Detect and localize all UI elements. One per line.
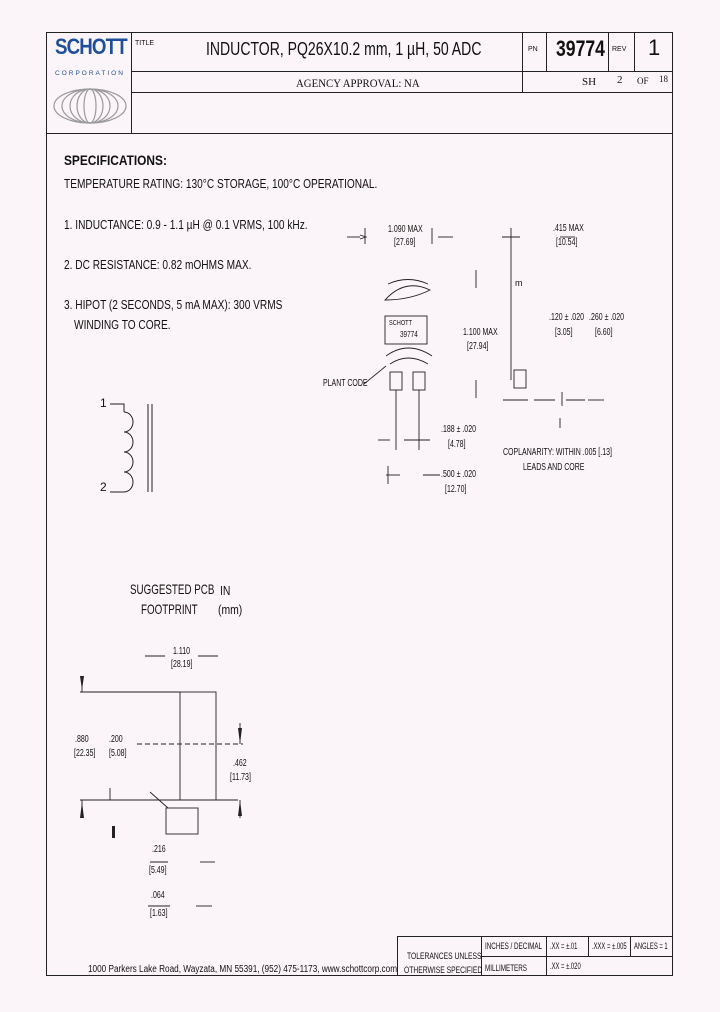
- dim-lead-b: .260 ± .020: [589, 312, 624, 323]
- tol-left: [397, 936, 398, 976]
- tol-div4: [630, 936, 631, 956]
- agency-approval: AGENCY APPROVAL: NA: [296, 76, 420, 90]
- agency-row-divider: [131, 92, 673, 93]
- specs-heading: SPECIFICATIONS:: [64, 152, 167, 168]
- dim-depth-max-mm: [10.54]: [556, 237, 578, 248]
- part-code: 39774: [400, 330, 418, 339]
- pcb-h2: .200: [109, 734, 123, 745]
- pcb-unit-mm: (mm): [218, 602, 243, 617]
- of-value: 18: [659, 74, 668, 84]
- tol-xxx: .XXX = ±.005: [592, 941, 627, 951]
- footer-address: 1000 Parkers Lake Road, Wayzata, MN 5539…: [88, 964, 398, 975]
- dim-pin-length-mm: [12.70]: [445, 484, 467, 495]
- pcb-unit-in: IN: [220, 583, 231, 598]
- tol-div2: [546, 936, 547, 976]
- tol-angles: ANGLES = 1: [634, 941, 668, 951]
- dim-lead-a: .120 ± .020: [549, 312, 584, 323]
- tol-xx: .XX = ±.01: [550, 941, 578, 951]
- schematic-pin1: 1: [100, 396, 107, 410]
- tol-mm-value: .XX = ±.020: [550, 961, 581, 971]
- title-text: INDUCTOR, PQ26X10.2 mm, 1 µH, 50 ADC: [206, 39, 482, 59]
- pcb-h1: .880: [75, 734, 89, 745]
- pn-label: PN: [528, 46, 538, 53]
- tol-mid: [481, 956, 673, 957]
- rev-divider: [608, 32, 609, 71]
- pcb-h1-mm: [22.35]: [74, 748, 96, 759]
- schematic-pin2: 2: [100, 480, 107, 494]
- drawing-frame: [46, 32, 673, 976]
- specs-item3b: WINDING TO CORE.: [74, 317, 171, 332]
- pcb-title-line2: FOOTPRINT: [141, 601, 198, 617]
- tol-div3: [588, 936, 589, 956]
- dim-pin-length: .500 ± .020: [441, 469, 476, 480]
- dim-height-max: 1.100 MAX: [463, 327, 498, 338]
- specs-item2: 2. DC RESISTANCE: 0.82 mOHMS MAX.: [64, 257, 252, 272]
- sheet-label: SH: [582, 76, 597, 88]
- pcb-pad-spacing-mm: [5.49]: [149, 865, 167, 876]
- specs-item3a: 3. HIPOT (2 SECONDS, 5 mA MAX): 300 VRMS: [64, 297, 283, 312]
- pcb-pad-spacing: .216: [152, 844, 166, 855]
- specs-item1: 1. INDUCTANCE: 0.9 - 1.1 µH @ 0.1 VRMS, …: [64, 217, 308, 232]
- pcb-title-line1: SUGGESTED PCB: [130, 581, 215, 597]
- coplanarity-line1: COPLANARITY: WITHIN .005 [.13]: [503, 447, 612, 458]
- plant-code-label: PLANT CODE: [323, 378, 368, 389]
- pn-value: 39774: [556, 36, 605, 61]
- of-label: OF: [637, 76, 649, 86]
- tol-label-line1: TOLERANCES UNLESS: [407, 951, 482, 961]
- pcb-h2-mm: [5.08]: [109, 748, 127, 759]
- pn-divider: [522, 32, 523, 92]
- pcb-h3-mm: [11.73]: [230, 772, 251, 783]
- specs-temp: TEMPERATURE RATING: 130°C STORAGE, 100°C…: [64, 176, 378, 191]
- tol-mm: MILLIMETERS: [485, 963, 528, 973]
- dim-width-max-mm: [27.69]: [394, 237, 416, 248]
- pn-label-divider: [546, 32, 547, 71]
- sheet-value: 2: [617, 74, 623, 86]
- dim-depth-max: .415 MAX: [553, 223, 584, 234]
- coplanarity-line2: LEADS AND CORE: [523, 462, 585, 473]
- dim-pin-spacing-mm: [4.78]: [448, 439, 466, 450]
- rev-value: 1: [648, 35, 661, 60]
- dim-height-max-mm: [27.94]: [467, 341, 489, 352]
- rev-label-divider: [634, 32, 635, 71]
- pcb-pad-width: .064: [151, 890, 165, 901]
- title-label: TITLE: [135, 40, 155, 47]
- title-block-bottom: [46, 133, 673, 134]
- title-block-divider: [131, 32, 132, 134]
- tol-div1: [481, 936, 482, 976]
- tol-top: [397, 936, 673, 937]
- dim-pin-spacing: .188 ± .020: [441, 424, 476, 435]
- logo-sub: CORPORATION: [55, 70, 125, 77]
- tol-label-line2: OTHERWISE SPECIFIED: [404, 965, 483, 975]
- rev-label: REV: [612, 46, 627, 53]
- pcb-h3: .462: [233, 758, 247, 769]
- tol-inches: INCHES / DECIMAL: [485, 941, 543, 951]
- dim-width-max: 1.090 MAX: [388, 224, 423, 235]
- dim-lead-a-mm: [3.05]: [555, 327, 573, 338]
- logo-name: SCHOTT: [55, 34, 128, 59]
- part-label: SCHOTT: [389, 320, 413, 327]
- pcb-pad-width-mm: [1.63]: [150, 908, 168, 919]
- pcb-width-mm: [28.19]: [171, 659, 193, 670]
- pcb-width: 1.110: [173, 646, 191, 657]
- dim-m-mark: m: [515, 278, 523, 288]
- dim-lead-b-mm: [6.60]: [595, 327, 613, 338]
- title-row-divider: [131, 71, 673, 72]
